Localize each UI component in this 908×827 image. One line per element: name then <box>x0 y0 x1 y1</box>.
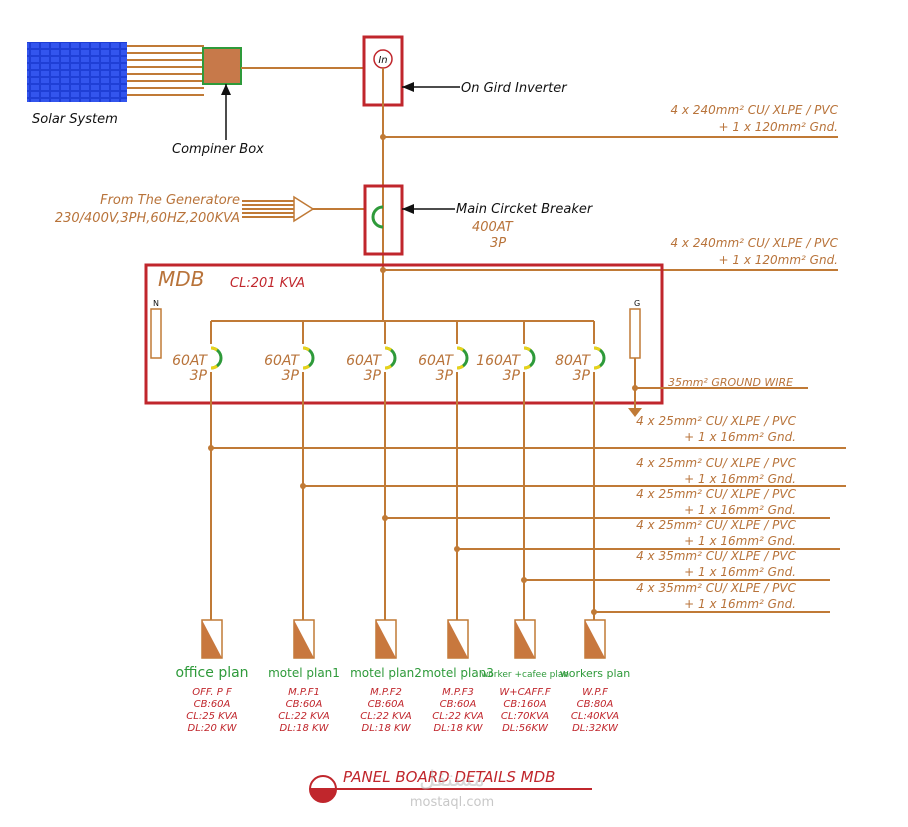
main-breaker-symbol <box>371 205 384 229</box>
feeder-cable-gnd: + 1 x 16mm² Gnd. <box>684 597 796 611</box>
load-cl: CL:25 KVA <box>186 711 238 722</box>
breaker-rating: 60AT <box>418 353 454 369</box>
load-code: OFF. P F <box>192 687 232 698</box>
main-breaker-rating: 400AT <box>472 220 514 235</box>
generator-feed <box>242 195 364 223</box>
load-dl: DL:18 KW <box>434 723 484 734</box>
load-name: workers plan <box>560 667 631 680</box>
load-code: M.P.F1 <box>288 687 320 698</box>
cable-label-top2-a: 4 x 240mm² CU/ XLPE / PVC <box>670 236 838 250</box>
breaker-poles: 3P <box>364 368 382 384</box>
load-code: M.P.F3 <box>442 687 474 698</box>
inverter-symbol-text: In <box>378 55 387 66</box>
load-cb: CB:60A <box>194 699 231 710</box>
load-cl: CL:40KVA <box>571 711 619 722</box>
footer-title-symbol <box>309 775 592 803</box>
load-name: motel plan1 <box>268 666 340 680</box>
load-code: M.P.F2 <box>370 687 402 698</box>
load-dl: DL:32KW <box>572 723 619 734</box>
feeder-cable-spec: 4 x 35mm² CU/ XLPE / PVC <box>636 549 797 563</box>
ground-wire-label: 35mm² GROUND WIRE <box>668 376 793 389</box>
solar-system-label: Solar System <box>32 112 118 127</box>
watermark-arabic: مستقل <box>419 767 485 792</box>
feeder-cable-gnd: + 1 x 16mm² Gnd. <box>684 472 796 486</box>
generator-label-1: From The Generatore <box>100 193 240 208</box>
watermark-url: mostaql.com <box>410 795 494 810</box>
ground-label: G <box>634 299 640 308</box>
feeder-cable-gnd: + 1 x 16mm² Gnd. <box>684 430 796 444</box>
breaker-poles: 3P <box>190 368 208 384</box>
breaker-rating: 60AT <box>172 353 208 369</box>
feeder-cable-gnd: + 1 x 16mm² Gnd. <box>684 534 796 548</box>
solar-array <box>27 42 204 102</box>
load-code: W.P.F <box>582 687 608 698</box>
load-name: worker +cafee plan <box>481 670 569 680</box>
load-dl: DL:20 KW <box>188 723 238 734</box>
neutral-label: N <box>153 299 159 308</box>
load-cb: CB:160A <box>503 699 546 710</box>
combiner-box-label: Compiner Box <box>172 142 264 157</box>
load-name: motel plan2 <box>350 666 422 680</box>
load-cb: CB:60A <box>368 699 405 710</box>
load-cl: CL:22 KVA <box>360 711 412 722</box>
feeder-cable-gnd: + 1 x 16mm² Gnd. <box>684 503 796 517</box>
breaker-rating: 60AT <box>346 353 382 369</box>
breaker-poles: 3P <box>573 368 591 384</box>
main-breaker-box <box>363 184 404 256</box>
breaker-poles: 3P <box>503 368 521 384</box>
footer-title: PANEL BOARD DETAILS MDB <box>343 768 555 786</box>
feeder-cable-spec: 4 x 25mm² CU/ XLPE / PVC <box>636 487 797 501</box>
breaker-rating: 60AT <box>264 353 300 369</box>
load-cl: CL:22 KVA <box>278 711 330 722</box>
neutral-bar <box>150 308 162 359</box>
feeder-cable-spec: 4 x 25mm² CU/ XLPE / PVC <box>636 518 797 532</box>
cable-label-top1-a: 4 x 240mm² CU/ XLPE / PVC <box>670 103 838 117</box>
inverter-label: On Gird Inverter <box>461 81 568 96</box>
generator-label-2: 230/400V,3PH,60HZ,200KVA <box>55 211 240 226</box>
load-cb: CB:60A <box>440 699 477 710</box>
load-cb: CB:80A <box>577 699 614 710</box>
load-dl: DL:18 KW <box>362 723 412 734</box>
ground-symbol <box>628 408 642 417</box>
mdb-title: MDB <box>158 267 204 291</box>
feeder-cable-spec: 4 x 25mm² CU/ XLPE / PVC <box>636 456 797 470</box>
breaker-poles: 3P <box>436 368 454 384</box>
mdb-panel <box>144 263 664 405</box>
load-name: motel plan3 <box>422 666 494 680</box>
ground-bar <box>629 308 641 359</box>
breaker-rating: 80AT <box>555 353 591 369</box>
load-dl: DL:56KW <box>502 723 549 734</box>
feeder-cable-spec: 4 x 25mm² CU/ XLPE / PVC <box>636 414 797 428</box>
main-breaker-poles: 3P <box>490 236 506 251</box>
breaker-rating: 160AT <box>476 353 521 369</box>
combiner-box <box>202 47 242 85</box>
main-breaker-label: Main Circket Breaker <box>456 202 594 217</box>
load-cb: CB:60A <box>286 699 323 710</box>
mdb-capacity: CL:201 KVA <box>230 276 305 291</box>
cable-label-top1-b: + 1 x 120mm² Gnd. <box>719 120 838 134</box>
breaker-poles: 3P <box>282 368 300 384</box>
load-name: office plan <box>175 665 248 681</box>
cable-label-top2-b: + 1 x 120mm² Gnd. <box>719 253 838 267</box>
load-dl: DL:18 KW <box>280 723 330 734</box>
load-code: W+CAFF.F <box>499 687 550 698</box>
feeder-cable-spec: 4 x 35mm² CU/ XLPE / PVC <box>636 581 797 595</box>
feeder-cable-gnd: + 1 x 16mm² Gnd. <box>684 565 796 579</box>
load-cl: CL:22 KVA <box>432 711 484 722</box>
load-cl: CL:70KVA <box>501 711 549 722</box>
